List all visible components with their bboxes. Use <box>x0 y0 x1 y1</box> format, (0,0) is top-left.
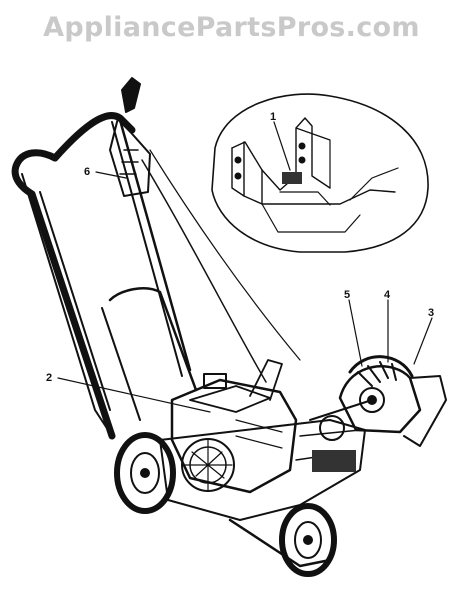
callout-1: 1 <box>270 111 276 123</box>
blade-guard <box>309 355 447 447</box>
callout-5: 5 <box>344 289 350 301</box>
rear-wheel <box>114 432 176 514</box>
engine <box>170 359 298 494</box>
throttle-control <box>109 77 301 383</box>
callout-6: 6 <box>84 166 90 178</box>
watermark: AppliancePartsPros.com <box>43 12 420 43</box>
detail-inset <box>211 93 429 253</box>
handle-assembly <box>11 112 198 440</box>
frame <box>159 419 366 568</box>
callout-4: 4 <box>384 289 391 301</box>
callout-2: 2 <box>46 372 52 384</box>
front-wheel <box>279 503 337 577</box>
leader-lines <box>57 121 433 413</box>
callout-3: 3 <box>428 307 434 319</box>
